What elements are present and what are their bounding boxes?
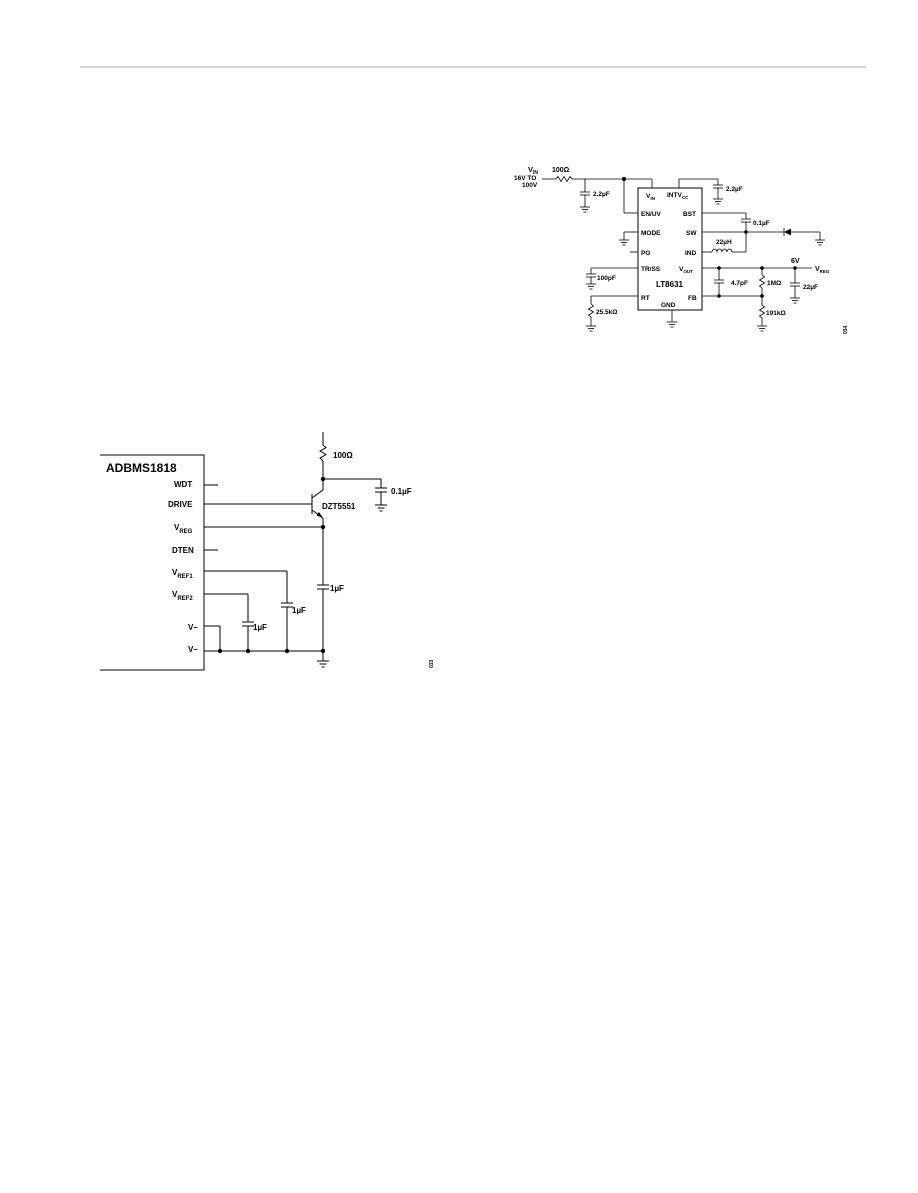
ground-icon — [757, 325, 767, 332]
pin-gnd: GND — [661, 302, 676, 309]
bypass-capacitor-label: 0.1µF — [391, 487, 412, 496]
pin-sw: SW — [686, 230, 697, 237]
vin-label: VIN — [528, 165, 538, 176]
trss-capacitor-label: 100pF — [597, 275, 616, 282]
ground-icon — [375, 504, 387, 512]
pin-rt: RT — [641, 295, 650, 302]
npn-transistor-symbol — [204, 489, 324, 519]
ic-name-adbms1818: ADBMS1818 — [106, 461, 177, 475]
pin-intvcc: INTVCC — [667, 192, 689, 200]
ground-icon — [586, 325, 596, 332]
pin-vminus-2: V– — [188, 645, 198, 654]
adbms1818-ic-body — [100, 454, 205, 671]
output-capacitor-label: 22µF — [803, 284, 818, 291]
vref1-capacitor-label: 1µF — [292, 606, 306, 615]
pullup-resistor-symbol — [319, 444, 327, 462]
pin-bst: BST — [683, 211, 696, 218]
pin-vref1: VREF1 — [172, 568, 193, 580]
inductor-label: 22µH — [716, 239, 732, 246]
figure-id-top: 034 — [843, 325, 849, 334]
inductor-symbol — [711, 248, 733, 253]
ground-icon — [317, 660, 329, 668]
ground-icon — [580, 206, 590, 213]
vin-range-line2: 100V — [522, 182, 538, 189]
pin-wdt: WDT — [174, 480, 192, 489]
pin-vout: VOUT — [679, 266, 693, 274]
ic-name-lt8631: LT8631 — [656, 280, 684, 289]
bst-capacitor-label: 0.1µF — [753, 220, 770, 227]
feedback-top-resistor-symbol — [758, 274, 766, 289]
vout-value-label: 6V — [791, 258, 800, 265]
input-resistor-symbol — [555, 175, 573, 183]
pullup-resistor-label: 100Ω — [333, 451, 353, 460]
lt8631-ic-body — [637, 187, 703, 311]
diode-symbol — [783, 228, 791, 236]
ground-icon — [667, 321, 677, 328]
pin-drive: DRIVE — [168, 500, 193, 509]
pin-trss: TR/SS — [641, 266, 661, 273]
vreg-output-label: VREG — [815, 266, 830, 274]
pin-vreg: VREG — [174, 523, 193, 535]
input-capacitor-label: 2.2µF — [593, 191, 610, 198]
pin-fb: FB — [688, 295, 697, 302]
lt8631-application-circuit: VIN 16V TO 100V 100Ω 2.2µF VIN INTVCC EN… — [514, 165, 849, 334]
ground-icon — [619, 239, 629, 246]
vreg-capacitor-label: 1µF — [330, 584, 344, 593]
pin-dten: DTEN — [172, 546, 194, 555]
pin-enuv: EN/UV — [641, 211, 662, 218]
figure-id-bottom: 033 — [429, 659, 435, 668]
feedback-bottom-resistor-symbol — [758, 304, 766, 319]
transistor-label: DZT5551 — [322, 502, 356, 511]
rt-resistor-label: 25.5kΩ — [596, 309, 617, 316]
vref2-capacitor-label: 1µF — [253, 623, 267, 632]
adbms1818-regulator-circuit: ADBMS1818 WDT DRIVE VREG DTEN VREF1 VREF… — [100, 432, 435, 671]
pin-pg: PG — [641, 250, 650, 257]
vin-range-line1: 16V TO — [514, 175, 536, 182]
feedback-bottom-resistor-label: 191kΩ — [766, 310, 786, 317]
ground-icon — [713, 198, 723, 205]
ground-icon — [790, 297, 800, 304]
pin-mode: MODE — [641, 230, 661, 237]
ground-icon — [586, 283, 596, 290]
rt-resistor-symbol — [587, 303, 595, 318]
feedforward-capacitor-label: 4.7pF — [731, 280, 748, 287]
pin-ind: IND — [685, 250, 697, 257]
pin-vminus-1: V– — [188, 623, 198, 632]
pin-vin: VIN — [646, 193, 655, 201]
input-resistor-label: 100Ω — [552, 167, 570, 174]
ground-icon — [815, 239, 825, 246]
intvcc-capacitor-label: 2.2µF — [726, 186, 743, 193]
feedback-top-resistor-label: 1MΩ — [767, 280, 781, 287]
pin-vref2: VREF2 — [172, 590, 193, 602]
